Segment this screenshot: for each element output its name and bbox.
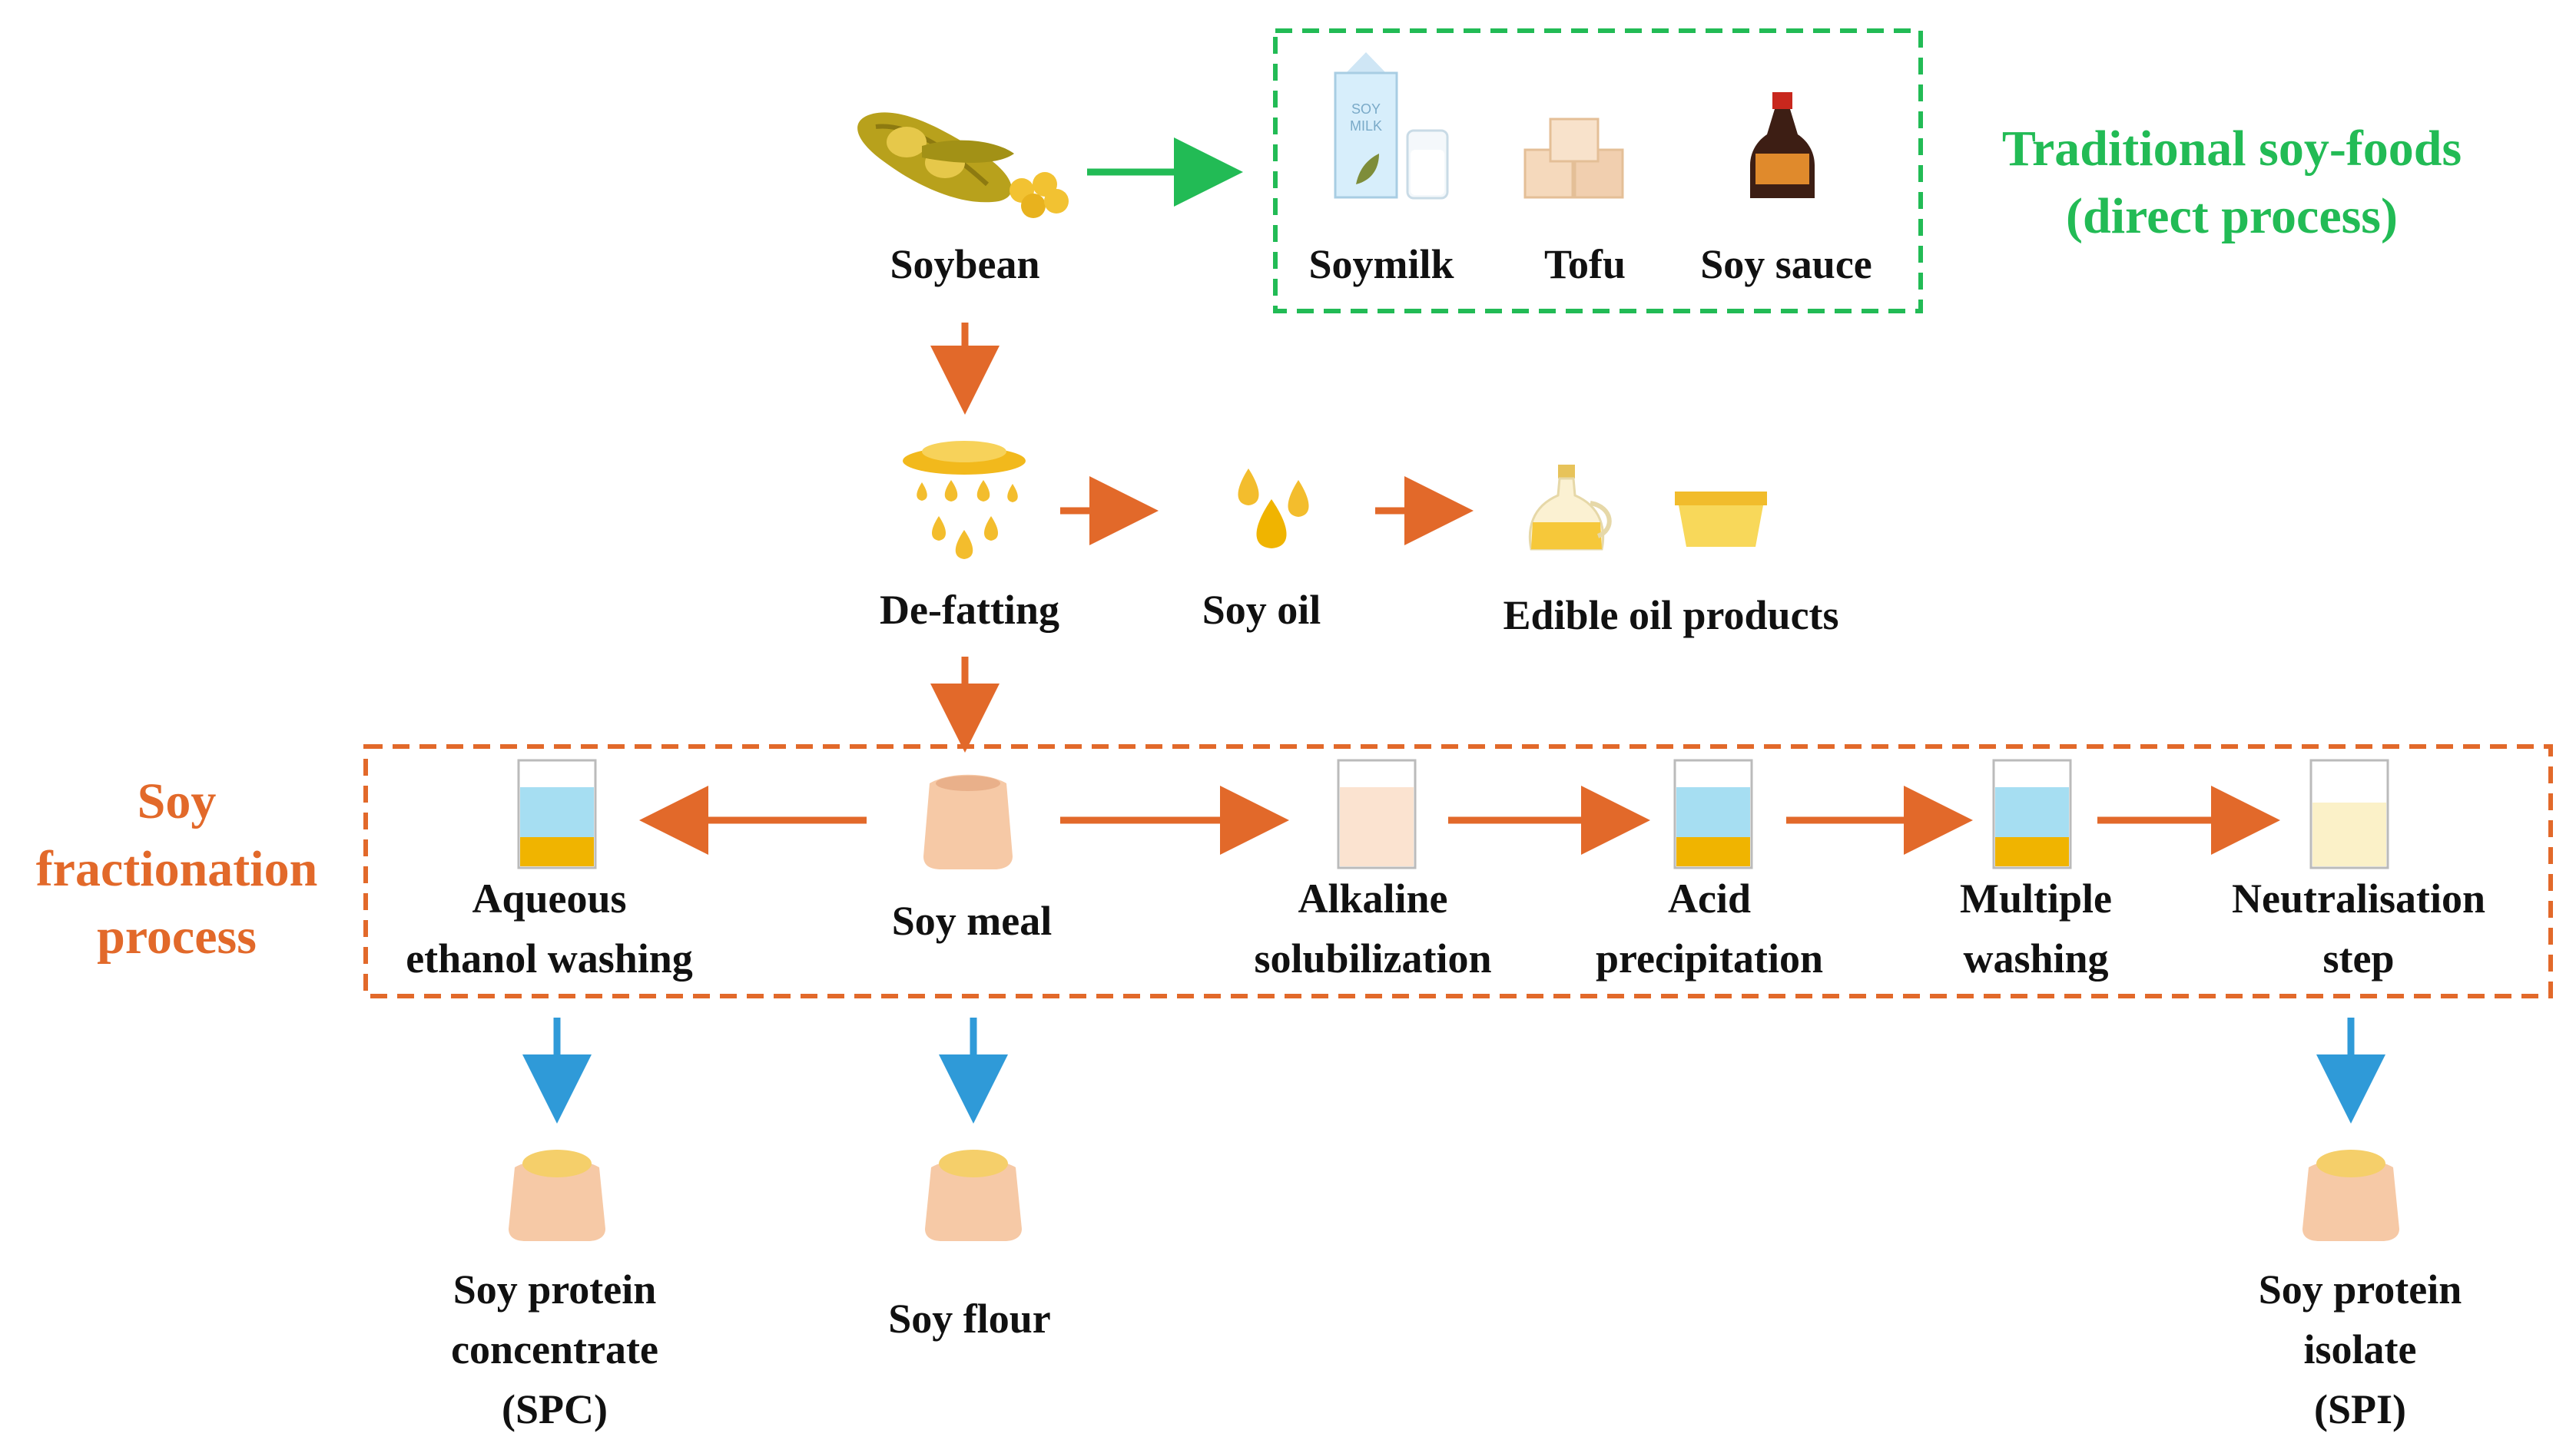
flour-sack-icon (925, 1150, 1022, 1241)
defatting-label: De-fatting (880, 587, 1059, 633)
spi-line3: (SPI) (2313, 1386, 2406, 1432)
fractionation-title-line2: fractionation (35, 841, 318, 897)
traditional-title: Traditional soy-foods (direct process) (2002, 115, 2462, 250)
fractionation-title: Soy fractionation process (36, 768, 318, 971)
svg-text:MILK: MILK (1350, 118, 1382, 134)
spc-line2: concentrate (451, 1326, 658, 1372)
neutralisation-label: Neutralisation step (2232, 869, 2485, 988)
soy-oil-label: Soy oil (1202, 587, 1321, 633)
tofu-label: Tofu (1543, 241, 1626, 287)
soybean-icon (857, 112, 1069, 218)
traditional-foods-box (1273, 28, 1923, 313)
beaker-aqueous-icon (517, 759, 597, 869)
oil-bottle-icon (1528, 465, 1612, 551)
aqueous-washing-label: Aqueous ethanol washing (406, 869, 693, 988)
beaker-multiple-icon (1992, 759, 2072, 869)
spc-line3: (SPC) (502, 1386, 608, 1432)
alkaline-line2: solubilization (1254, 935, 1492, 982)
soy-meal-label: Soy meal (891, 898, 1053, 944)
spi-line1: Soy protein (2258, 1266, 2462, 1313)
traditional-title-line2: (direct process) (2066, 188, 2398, 244)
defatting-icon (903, 441, 1026, 559)
tofu-icon (1523, 118, 1624, 199)
multiple-line2: washing (1963, 935, 2109, 982)
fractionation-process-box (363, 744, 2553, 998)
svg-text:SOY: SOY (1351, 101, 1381, 117)
traditional-title-line1: Traditional soy-foods (2001, 121, 2462, 177)
multiple-line1: Multiple (1960, 876, 2112, 922)
fractionation-title-line3: process (97, 909, 257, 965)
soy-sauce-bottle-icon (1750, 92, 1815, 198)
aqueous-line2: ethanol washing (406, 935, 693, 982)
acid-line2: precipitation (1596, 935, 1823, 982)
acid-line1: Acid (1668, 876, 1751, 922)
edible-oil-label: Edible oil products (1503, 592, 1839, 638)
soy-oil-icon (1238, 468, 1309, 548)
margarine-tub-icon (1675, 492, 1767, 547)
neutral-line2: step (2322, 935, 2395, 982)
soy-sauce-label: Soy sauce (1700, 241, 1872, 287)
multiple-washing-label: Multiple washing (1960, 869, 2112, 988)
fractionation-title-line1: Soy (137, 773, 217, 829)
soybean-label: Soybean (890, 241, 1040, 287)
beaker-alkaline-icon (1337, 759, 1417, 869)
spi-line2: isolate (2303, 1326, 2417, 1372)
alkaline-line1: Alkaline (1298, 876, 1448, 922)
neutral-line1: Neutralisation (2232, 876, 2485, 922)
soy-meal-sack-icon (923, 774, 1013, 869)
beaker-acid-icon (1673, 759, 1753, 869)
spi-sack-icon (2302, 1150, 2399, 1241)
spc-sack-icon (509, 1150, 605, 1241)
alkaline-label: Alkaline solubilization (1254, 869, 1491, 988)
aqueous-line1: Aqueous (472, 876, 627, 922)
spi-label: Soy protein isolate (SPI) (2259, 1260, 2462, 1439)
spc-line1: Soy protein (453, 1266, 657, 1313)
acid-label: Acid precipitation (1596, 869, 1823, 988)
soymilk-label: Soymilk (1308, 241, 1454, 287)
beaker-neutral-icon (2309, 759, 2389, 869)
soymilk-carton-icon: SOY MILK (1334, 52, 1449, 200)
spc-label: Soy protein concentrate (SPC) (451, 1260, 658, 1439)
soy-flour-label: Soy flour (888, 1296, 1051, 1342)
